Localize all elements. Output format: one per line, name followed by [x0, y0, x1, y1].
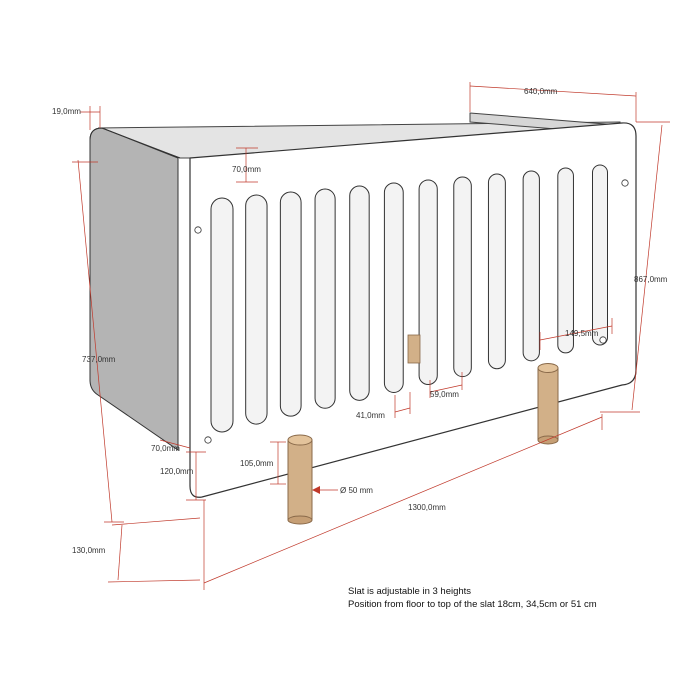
- note-slat-adjustable: Slat is adjustable in 3 heights: [348, 586, 472, 597]
- slot-opening: [314, 188, 336, 409]
- hole-top-right: [621, 179, 629, 187]
- slot-opening: [557, 167, 574, 354]
- dim-side-height: 737,0mm: [82, 355, 116, 364]
- dim-depth: 640,0mm: [524, 87, 558, 96]
- dim-bar-width: 59,0mm: [430, 390, 459, 399]
- dim-overall-height: 867,0mm: [634, 275, 668, 284]
- dim-length: 1300,0mm: [408, 503, 446, 512]
- dim-leg-height: 130,0mm: [72, 546, 106, 555]
- slot-opening: [592, 164, 608, 346]
- slot-opening: [453, 176, 472, 378]
- dim-end-bar: 149,5mm: [565, 329, 599, 338]
- dim-slat-gap: 41,0mm: [356, 411, 385, 420]
- front-leg-right: [537, 363, 559, 445]
- dimension-lines: [72, 82, 670, 590]
- slot-opening: [522, 170, 540, 362]
- slot-opening: [487, 173, 506, 370]
- hole-top-left: [194, 226, 202, 234]
- dim-slot-bottom-gap: 105,0mm: [240, 459, 274, 468]
- slot-opening: [349, 185, 370, 401]
- back-leg-left: [407, 334, 421, 364]
- slot-opening: [245, 194, 268, 425]
- dim-top-rail: 70,0mm: [232, 165, 261, 174]
- slot-opening: [279, 191, 302, 417]
- hole-bottom-left: [204, 436, 212, 444]
- leg-diameter-arrow: [312, 486, 320, 494]
- side-panel-top-edge: [89, 127, 181, 159]
- slot-opening: [210, 197, 234, 433]
- note-slat-positions: Position from floor to top of the slat 1…: [348, 599, 597, 610]
- dim-thickness: 19,0mm: [52, 107, 81, 116]
- slot-opening: [418, 179, 438, 386]
- dim-bottom-clearance: 120,0mm: [160, 467, 194, 476]
- dim-leg-diameter: Ø 50 mm: [340, 486, 373, 495]
- slot-opening: [383, 182, 404, 393]
- front-leg-left: [287, 434, 313, 525]
- side-panel: [89, 127, 179, 451]
- dim-bottom-rail: 70,0mm: [151, 444, 180, 453]
- front-panel-slots: [210, 164, 608, 433]
- hole-bottom-right: [599, 336, 607, 344]
